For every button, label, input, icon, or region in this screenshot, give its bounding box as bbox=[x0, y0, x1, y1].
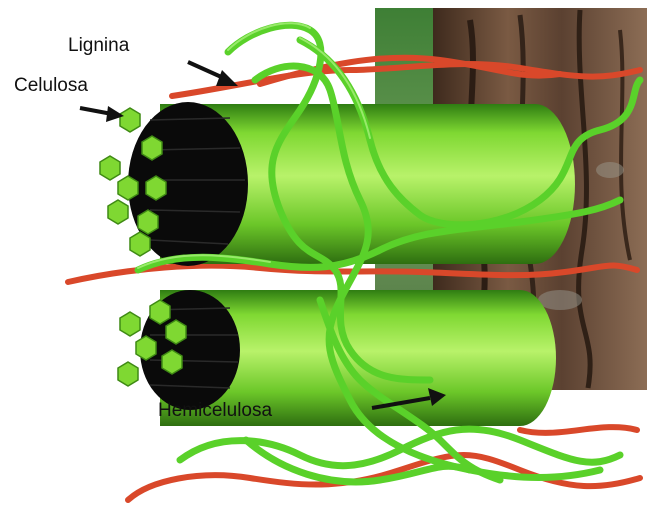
arrow-icon bbox=[188, 62, 238, 86]
arrow-icon bbox=[80, 106, 124, 122]
lignin-label: Lignina bbox=[68, 36, 129, 55]
hemicellulose-label: Hemicelulosa bbox=[158, 401, 272, 420]
cellulose-label: Celulosa bbox=[14, 76, 88, 95]
